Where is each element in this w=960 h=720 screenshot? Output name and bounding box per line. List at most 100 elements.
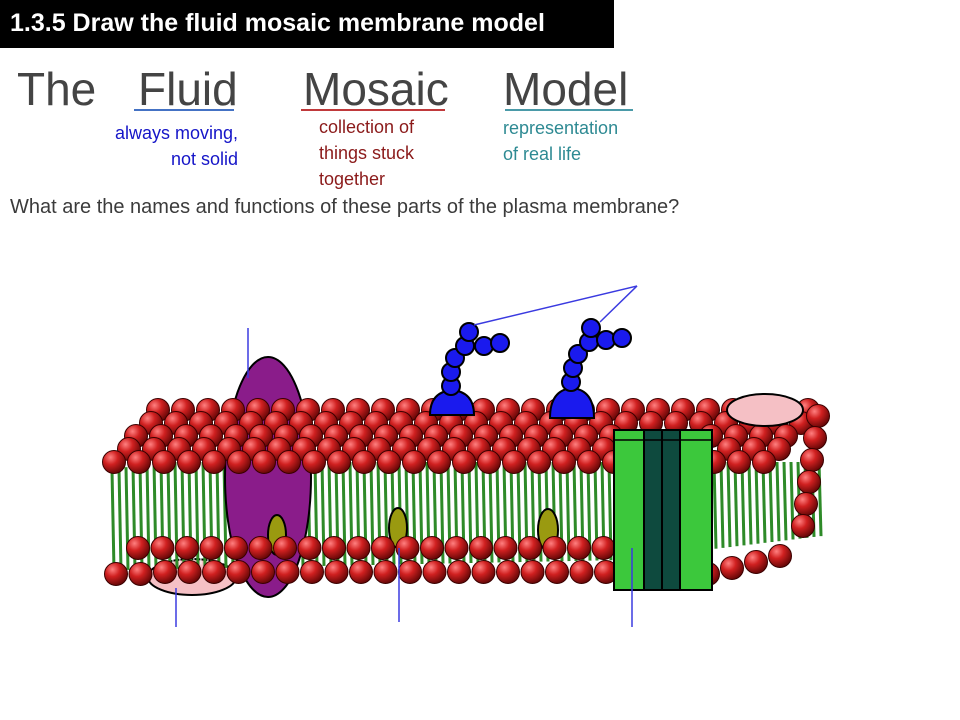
phospholipid-heads-top [102, 398, 820, 474]
glycolipid-head [548, 386, 596, 419]
fatty-acid-tail [817, 461, 823, 537]
model-note-line: of real life [503, 144, 582, 164]
slide-title: 1.3.5 Draw the fluid mosaic membrane mod… [10, 9, 545, 37]
phosphate-head [518, 536, 542, 560]
fatty-acid-tail [726, 461, 732, 548]
phosphate-head [797, 470, 821, 494]
phosphate-head [545, 560, 569, 584]
phosphate-head [520, 560, 545, 584]
phosphate-head [150, 536, 175, 560]
phosphate-head [806, 404, 830, 428]
fatty-acid-tail [124, 467, 130, 570]
phosphate-head [177, 450, 201, 474]
phosphate-head [794, 492, 818, 516]
phosphate-head [527, 450, 551, 474]
phosphate-head [202, 450, 226, 474]
phosphate-head [395, 536, 420, 560]
phosphate-head [727, 450, 751, 474]
phosphate-head [248, 536, 273, 560]
phosphate-head [471, 560, 496, 584]
phosphate-head [277, 450, 301, 474]
tail-highlight [121, 472, 125, 567]
tail-highlight [758, 465, 762, 540]
phosphate-head [402, 450, 426, 474]
phosphate-head [224, 536, 248, 560]
phosphate-head [153, 560, 177, 584]
fatty-acid-tail [761, 461, 767, 543]
tail-highlight [821, 465, 825, 533]
word-model: Model [503, 63, 629, 115]
question-text: What are the names and functions of thes… [10, 196, 680, 218]
phosphate-head [469, 536, 493, 560]
phosphate-head [104, 562, 128, 586]
phosphate-head [567, 536, 591, 560]
phosphate-head [493, 536, 518, 560]
tail-highlight [716, 465, 720, 545]
phosphate-head [791, 514, 815, 538]
phosphate-head [420, 536, 444, 560]
tail-highlight [772, 465, 776, 539]
phosphate-head [377, 450, 401, 474]
mosaic-note: collection of things stuck together [319, 114, 414, 192]
phosphate-head [752, 450, 776, 474]
phosphate-head [477, 450, 501, 474]
pointer-line-carbohydrate [473, 285, 638, 326]
phosphate-head [569, 560, 594, 584]
word-the: The [17, 63, 97, 115]
phosphate-head [352, 450, 376, 474]
model-underline [505, 109, 633, 111]
phosphate-head [373, 560, 398, 584]
phosphate-head [175, 536, 199, 560]
phosphate-head [422, 560, 447, 584]
phosphate-head [152, 450, 176, 474]
tail-highlight [751, 465, 755, 541]
fluid-note: always moving, not solid [98, 120, 238, 172]
phosphate-head [322, 536, 346, 560]
mosaic-note-line: together [319, 169, 386, 189]
fatty-acid-tail [782, 461, 788, 541]
phosphate-head [102, 450, 126, 474]
pointer-line-carbohydrate [599, 285, 638, 323]
phospholipid-heads-bottom [104, 404, 830, 586]
tail-highlight [590, 465, 594, 557]
phosphate-head [800, 448, 824, 472]
phosphate-head [226, 560, 251, 584]
mosaic-note-line: collection of [319, 117, 415, 137]
fatty-acid-tail [110, 469, 116, 571]
phosphate-head [177, 560, 202, 584]
fatty-acid-tail [712, 461, 718, 549]
channel-protein [613, 429, 713, 591]
sugar-unit [612, 328, 632, 348]
fatty-acid-tail [733, 461, 739, 547]
phosphate-head [452, 450, 476, 474]
pointer-lines [175, 285, 638, 627]
phosphate-head [371, 536, 395, 560]
phosphate-head [199, 536, 224, 560]
fatty-acid-tail [754, 461, 760, 544]
fluid-note-line: always moving, [114, 123, 238, 143]
phosphate-head [349, 560, 373, 584]
phosphate-head [252, 450, 276, 474]
fatty-acid-tail [740, 461, 746, 546]
fatty-acid-tail [775, 461, 781, 542]
phosphate-head [327, 450, 351, 474]
tail-highlight [744, 465, 748, 542]
phosphate-head [552, 450, 576, 474]
phosphate-head [502, 450, 526, 474]
header-bar: 1.3.5 Draw the fluid mosaic membrane mod… [0, 0, 614, 48]
phosphate-head [127, 450, 151, 474]
phosphate-head [126, 536, 150, 560]
phosphate-head [447, 560, 471, 584]
phosphate-head [577, 450, 601, 474]
word-mosaic: Mosaic [303, 63, 449, 115]
phosphate-head [346, 536, 371, 560]
phosphate-head [591, 536, 616, 560]
phosphate-head [444, 536, 469, 560]
tail-highlight [786, 465, 790, 537]
word-fluid: Fluid [138, 63, 238, 115]
sugar-unit [459, 322, 479, 342]
phosphate-head [398, 560, 422, 584]
phosphate-head [251, 560, 275, 584]
phosphate-head [302, 450, 326, 474]
